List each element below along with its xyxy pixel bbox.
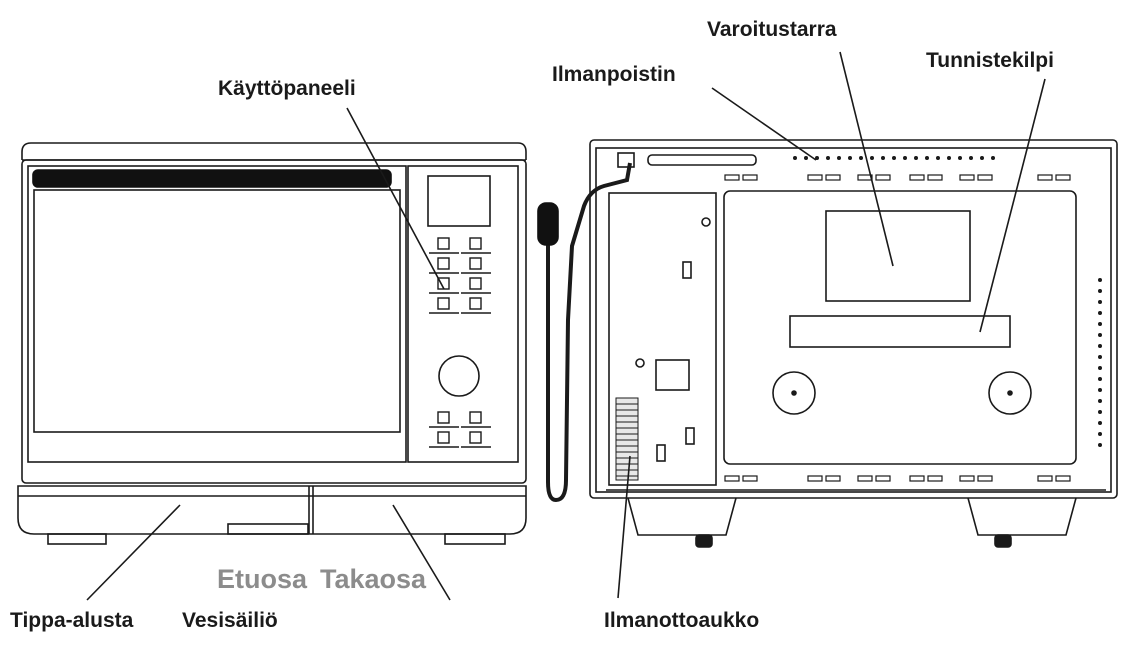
warning-label-rect bbox=[825, 210, 971, 302]
control-buttons-top bbox=[429, 237, 491, 314]
back-small-square bbox=[655, 359, 690, 391]
air-intake-grille bbox=[615, 397, 639, 481]
screw-2 bbox=[635, 358, 645, 368]
rating-plate-rect bbox=[789, 315, 1011, 348]
front-foot-left bbox=[47, 533, 107, 545]
cord-socket bbox=[617, 152, 635, 168]
top-slot bbox=[647, 154, 757, 166]
label-warning-label: Varoitustarra bbox=[707, 18, 837, 41]
leader-drip-tray bbox=[86, 504, 181, 601]
control-panel bbox=[407, 165, 519, 463]
door-window bbox=[33, 189, 401, 433]
label-air-intake: Ilmanottoaukko bbox=[604, 609, 760, 632]
port-dot bbox=[791, 390, 797, 396]
control-buttons-bottom bbox=[429, 411, 491, 448]
leader-lines bbox=[86, 51, 1046, 601]
clip bbox=[682, 261, 692, 279]
door-frame bbox=[27, 165, 407, 463]
back-view bbox=[537, 139, 1118, 548]
control-dial bbox=[438, 355, 480, 397]
back-left-panel bbox=[608, 192, 717, 486]
back-foot-right bbox=[994, 534, 1012, 548]
back-foot-left bbox=[695, 534, 713, 548]
leader-warning bbox=[839, 51, 894, 267]
leader-exhaust bbox=[711, 87, 817, 161]
port-dot-2 bbox=[1007, 390, 1013, 396]
clip-3 bbox=[656, 444, 666, 462]
back-leg-left bbox=[627, 497, 737, 536]
power-cord bbox=[546, 162, 632, 503]
leader-air-intake bbox=[617, 455, 631, 599]
label-water-tank: Vesisäiliö bbox=[182, 609, 278, 632]
screw bbox=[701, 217, 711, 227]
drip-tray bbox=[17, 485, 527, 535]
back-round-port-left bbox=[772, 371, 816, 415]
top-tabs bbox=[724, 174, 1071, 181]
water-tank-handle bbox=[227, 523, 309, 535]
back-body bbox=[589, 139, 1118, 499]
control-display bbox=[427, 175, 491, 227]
caption-back: Takaosa bbox=[320, 564, 427, 594]
back-round-port-right bbox=[988, 371, 1032, 415]
back-leg-right bbox=[967, 497, 1077, 536]
door-handle bbox=[32, 169, 392, 188]
leader-control-panel bbox=[346, 107, 445, 290]
label-rating-plate: Tunnistekilpi bbox=[926, 49, 1054, 72]
exhaust-vent bbox=[793, 156, 995, 160]
caption-front: Etuosa bbox=[217, 564, 308, 594]
side-vent-dots bbox=[1098, 278, 1102, 447]
label-control-panel: Käyttöpaneeli bbox=[218, 77, 356, 100]
front-body bbox=[21, 159, 527, 484]
label-drip-tray: Tippa-alusta bbox=[10, 609, 134, 632]
back-main-panel bbox=[723, 190, 1077, 465]
label-exhaust-vent: Ilmanpoistin bbox=[552, 63, 676, 86]
front-body-outline bbox=[21, 142, 527, 160]
front-foot-right bbox=[444, 533, 506, 545]
clip-2 bbox=[685, 427, 695, 445]
bottom-tabs bbox=[724, 475, 1071, 482]
leader-water-tank bbox=[392, 504, 451, 601]
back-body-inner bbox=[595, 147, 1112, 493]
front-view bbox=[17, 142, 527, 545]
leader-rating-plate bbox=[979, 78, 1046, 333]
power-plug bbox=[537, 202, 559, 246]
